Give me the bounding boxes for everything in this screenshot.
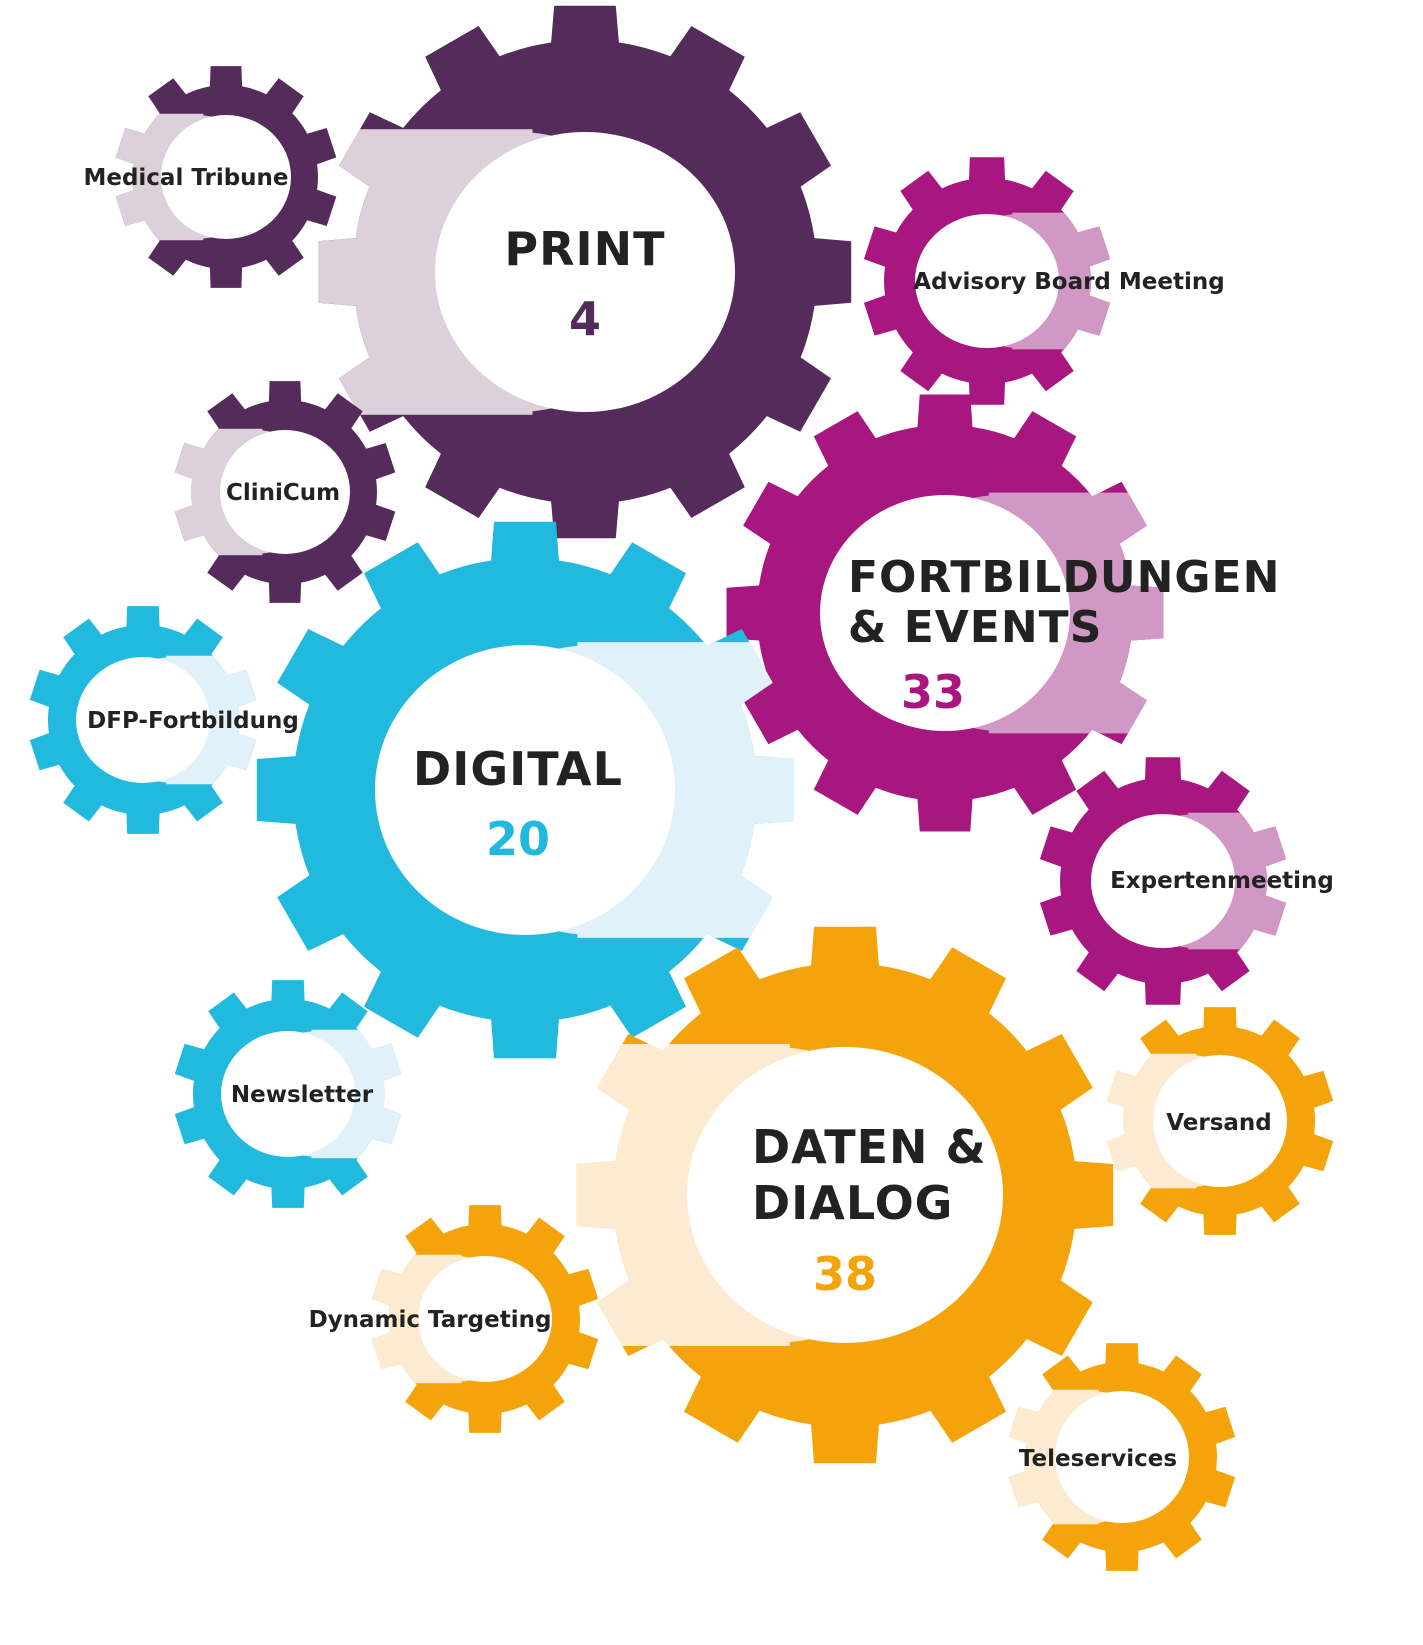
gear-daten-count: 38	[813, 1247, 877, 1301]
gear-events-count: 33	[901, 665, 965, 719]
gear-dynamic-targeting	[371, 1205, 599, 1433]
gear-daten-title-line: DIALOG	[752, 1176, 953, 1230]
gear-versand	[1106, 1007, 1334, 1235]
gear-daten-hole	[687, 1047, 1003, 1343]
gear-teleservices-hole	[1055, 1391, 1189, 1523]
gear-dynamic-targeting-label: Dynamic Targeting	[309, 1307, 552, 1333]
gear-print-title-line: PRINT	[504, 222, 665, 276]
gear-teleservices-label: Teleservices	[1019, 1446, 1177, 1472]
gear-digital-count: 20	[486, 812, 550, 866]
gear-print-count: 4	[569, 292, 601, 346]
gear-advisory-board-label: Advisory Board Meeting	[913, 269, 1224, 295]
gear-digital	[256, 521, 794, 1059]
gear-dfp-fortbildung-label: DFP-Fortbildung	[87, 708, 299, 734]
gear-events-title-line: & EVENTS	[848, 602, 1102, 653]
gear-clinicum-hole	[220, 430, 350, 554]
gear-events	[726, 394, 1164, 832]
gear-daten	[576, 926, 1114, 1464]
gear-newsletter-hole	[221, 1031, 355, 1157]
gear-digital-title-line: DIGITAL	[413, 742, 623, 796]
gear-newsletter-label: Newsletter	[231, 1082, 374, 1108]
gear-events-hole	[820, 495, 1070, 731]
gear-dfp-fortbildung-hole	[76, 657, 210, 783]
gear-expertenmeeting-hole	[1091, 814, 1235, 948]
gear-daten-title-line: DATEN &	[752, 1120, 987, 1174]
gear-print-hole	[435, 132, 735, 412]
gear-medical-tribune-label: Medical Tribune	[83, 165, 288, 191]
gear-expertenmeeting	[1039, 757, 1287, 1005]
gear-dynamic-targeting-hole	[418, 1256, 552, 1382]
gear-versand-label: Versand	[1166, 1110, 1272, 1136]
gear-clinicum-label: CliniCum	[226, 480, 340, 506]
gear-digital-hole	[375, 645, 675, 935]
gear-print	[318, 5, 852, 539]
gear-advisory-board-hole	[915, 214, 1059, 348]
gear-medical-tribune-hole	[161, 115, 291, 239]
gear-versand-hole	[1153, 1055, 1287, 1187]
gear-advisory-board	[863, 157, 1111, 405]
gear-events-title-line: FORTBILDUNGEN	[848, 552, 1280, 603]
gear-expertenmeeting-label: Expertenmeeting	[1110, 868, 1334, 894]
